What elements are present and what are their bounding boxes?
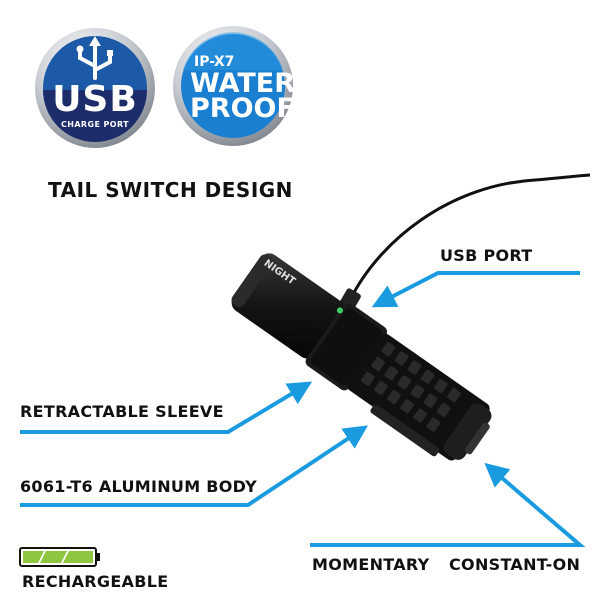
waterproof-line1-text: WATER bbox=[190, 68, 296, 99]
retractable-sleeve-callout: RETRACTABLE SLEEVE bbox=[20, 402, 224, 421]
aluminum-body-callout: 6061-T6 ALUMINUM BODY bbox=[20, 477, 257, 496]
usb-port-callout: USB PORT bbox=[440, 246, 533, 265]
usb-symbol-icon bbox=[78, 40, 112, 80]
usb-port-line bbox=[371, 271, 580, 308]
body-line bbox=[20, 425, 368, 507]
usb-charge-badge bbox=[35, 28, 155, 148]
usb-badge-main-text: USB bbox=[52, 79, 138, 120]
waterproof-badge bbox=[173, 26, 293, 146]
battery-icon bbox=[19, 547, 100, 567]
waterproof-rating-text: IP-X7 bbox=[194, 54, 235, 70]
usb-cable bbox=[348, 173, 591, 301]
callout-lines bbox=[20, 271, 586, 547]
waterproof-line2-text: PROOF bbox=[190, 93, 295, 124]
tail-switch-line bbox=[310, 462, 586, 547]
tail-switch-heading: TAIL SWITCH DESIGN bbox=[48, 178, 293, 202]
momentary-callout: MOMENTARY bbox=[312, 555, 430, 574]
rechargeable-label: RECHARGEABLE bbox=[22, 572, 169, 591]
sleeve-line bbox=[20, 381, 313, 434]
flashlight bbox=[231, 253, 492, 461]
constant-on-callout: CONSTANT-ON bbox=[449, 555, 581, 574]
usb-badge-sub-text: CHARGE PORT bbox=[60, 120, 130, 129]
